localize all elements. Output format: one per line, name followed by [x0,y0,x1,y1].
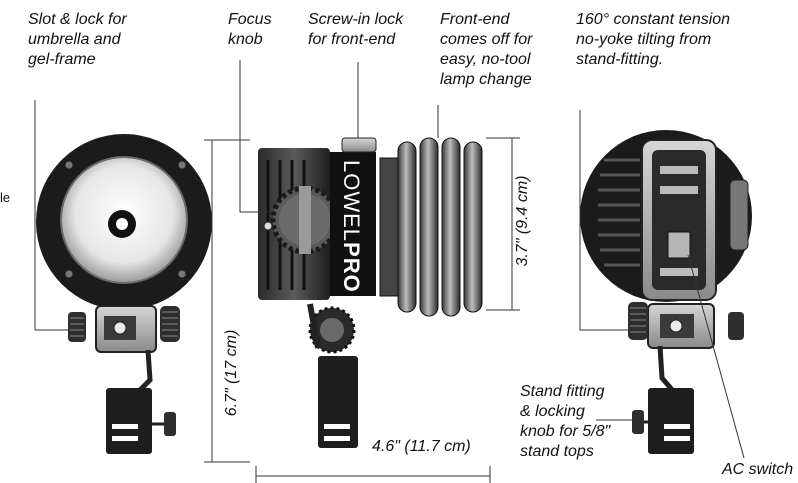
callout-stand-fitting: Stand fitting & locking knob for 5/8" st… [520,382,610,462]
callout-focus-knob-line-1: Focus [228,11,272,28]
side-view [204,60,520,483]
focus-knob-screw [263,221,273,231]
dimension-height: 6.7" (17 cm) [223,329,240,417]
tilt-leader [579,110,628,331]
brand-plate [330,152,376,296]
rear-stand-fitting [648,388,694,454]
side-handle [318,356,358,448]
brand-name-light: LOWEL [339,160,364,243]
front-knob-left [68,312,86,342]
callout-slot-lock-line-1: Slot & lock for [28,11,127,28]
callout-stand-fitting-line-1: Stand fitting [520,383,605,400]
callout-tilt: 160° constant tension no-yoke tilting fr… [576,10,730,70]
brand-logo: LOWELPRO [338,160,364,293]
callout-screw-lock-line-2: for front-end [308,31,396,48]
callout-slot-lock: Slot & lock for umbrella and gel-frame [28,10,127,70]
callout-front-end-line-2: comes off for [440,31,533,48]
rear-knob-right [728,312,744,340]
callout-focus-knob-line-2: knob [228,31,263,48]
callout-front-end-line-3: easy, no-tool [440,51,531,68]
callout-stand-fitting-line-2: & locking [520,403,585,420]
front-view [34,100,212,454]
ac-switch [667,231,691,259]
rear-stand-arm [657,345,676,394]
ac-switch-leader [687,254,745,459]
front-lamp-center [116,218,128,230]
focus-knob-leader [239,60,268,213]
callout-stand-fitting-line-3: knob for 5/8" [520,423,611,440]
rear-stand-knob [632,410,644,434]
callout-stand-fitting-line-4: stand tops [520,443,594,460]
slot-lock-leader [34,100,70,331]
dimension-front-diameter: 3.7" (9.4 cm) [514,175,531,267]
callout-tilt-line-3: stand-fitting. [576,51,664,68]
callout-screw-lock-line-1: Screw-in lock [308,11,404,28]
callout-front-end-line-1: Front-end [440,11,510,28]
callout-focus-knob: Focus knob [228,10,272,50]
callout-ac-switch: AC switch [722,461,794,478]
callout-slot-lock-line-3: gel-frame [28,51,96,68]
callout-screw-lock: Screw-in lock for front-end [308,10,403,50]
rear-view [579,110,752,459]
callout-slot-lock-line-2: umbrella and [28,31,121,48]
screw-in-lock [341,137,377,153]
front-end-fins [379,137,483,317]
front-stand-arm [136,349,153,394]
left-edge-fragment: le [0,190,11,205]
rear-side-fitting [729,179,749,251]
front-stand-knob [164,412,176,436]
callout-tilt-line-2: no-yoke tilting from [576,31,712,48]
front-stand-fitting [106,388,152,454]
dimension-depth: 4.6" (11.7 cm) [372,438,471,455]
callout-front-end-line-4: lamp change [440,71,532,88]
callout-front-end: Front-end comes off for easy, no-tool la… [440,10,532,90]
front-screws [64,160,187,279]
brand-name-bold: PRO [339,242,364,293]
callout-tilt-line-1: 160° constant tension [576,11,731,28]
rear-knob-left [628,302,648,340]
